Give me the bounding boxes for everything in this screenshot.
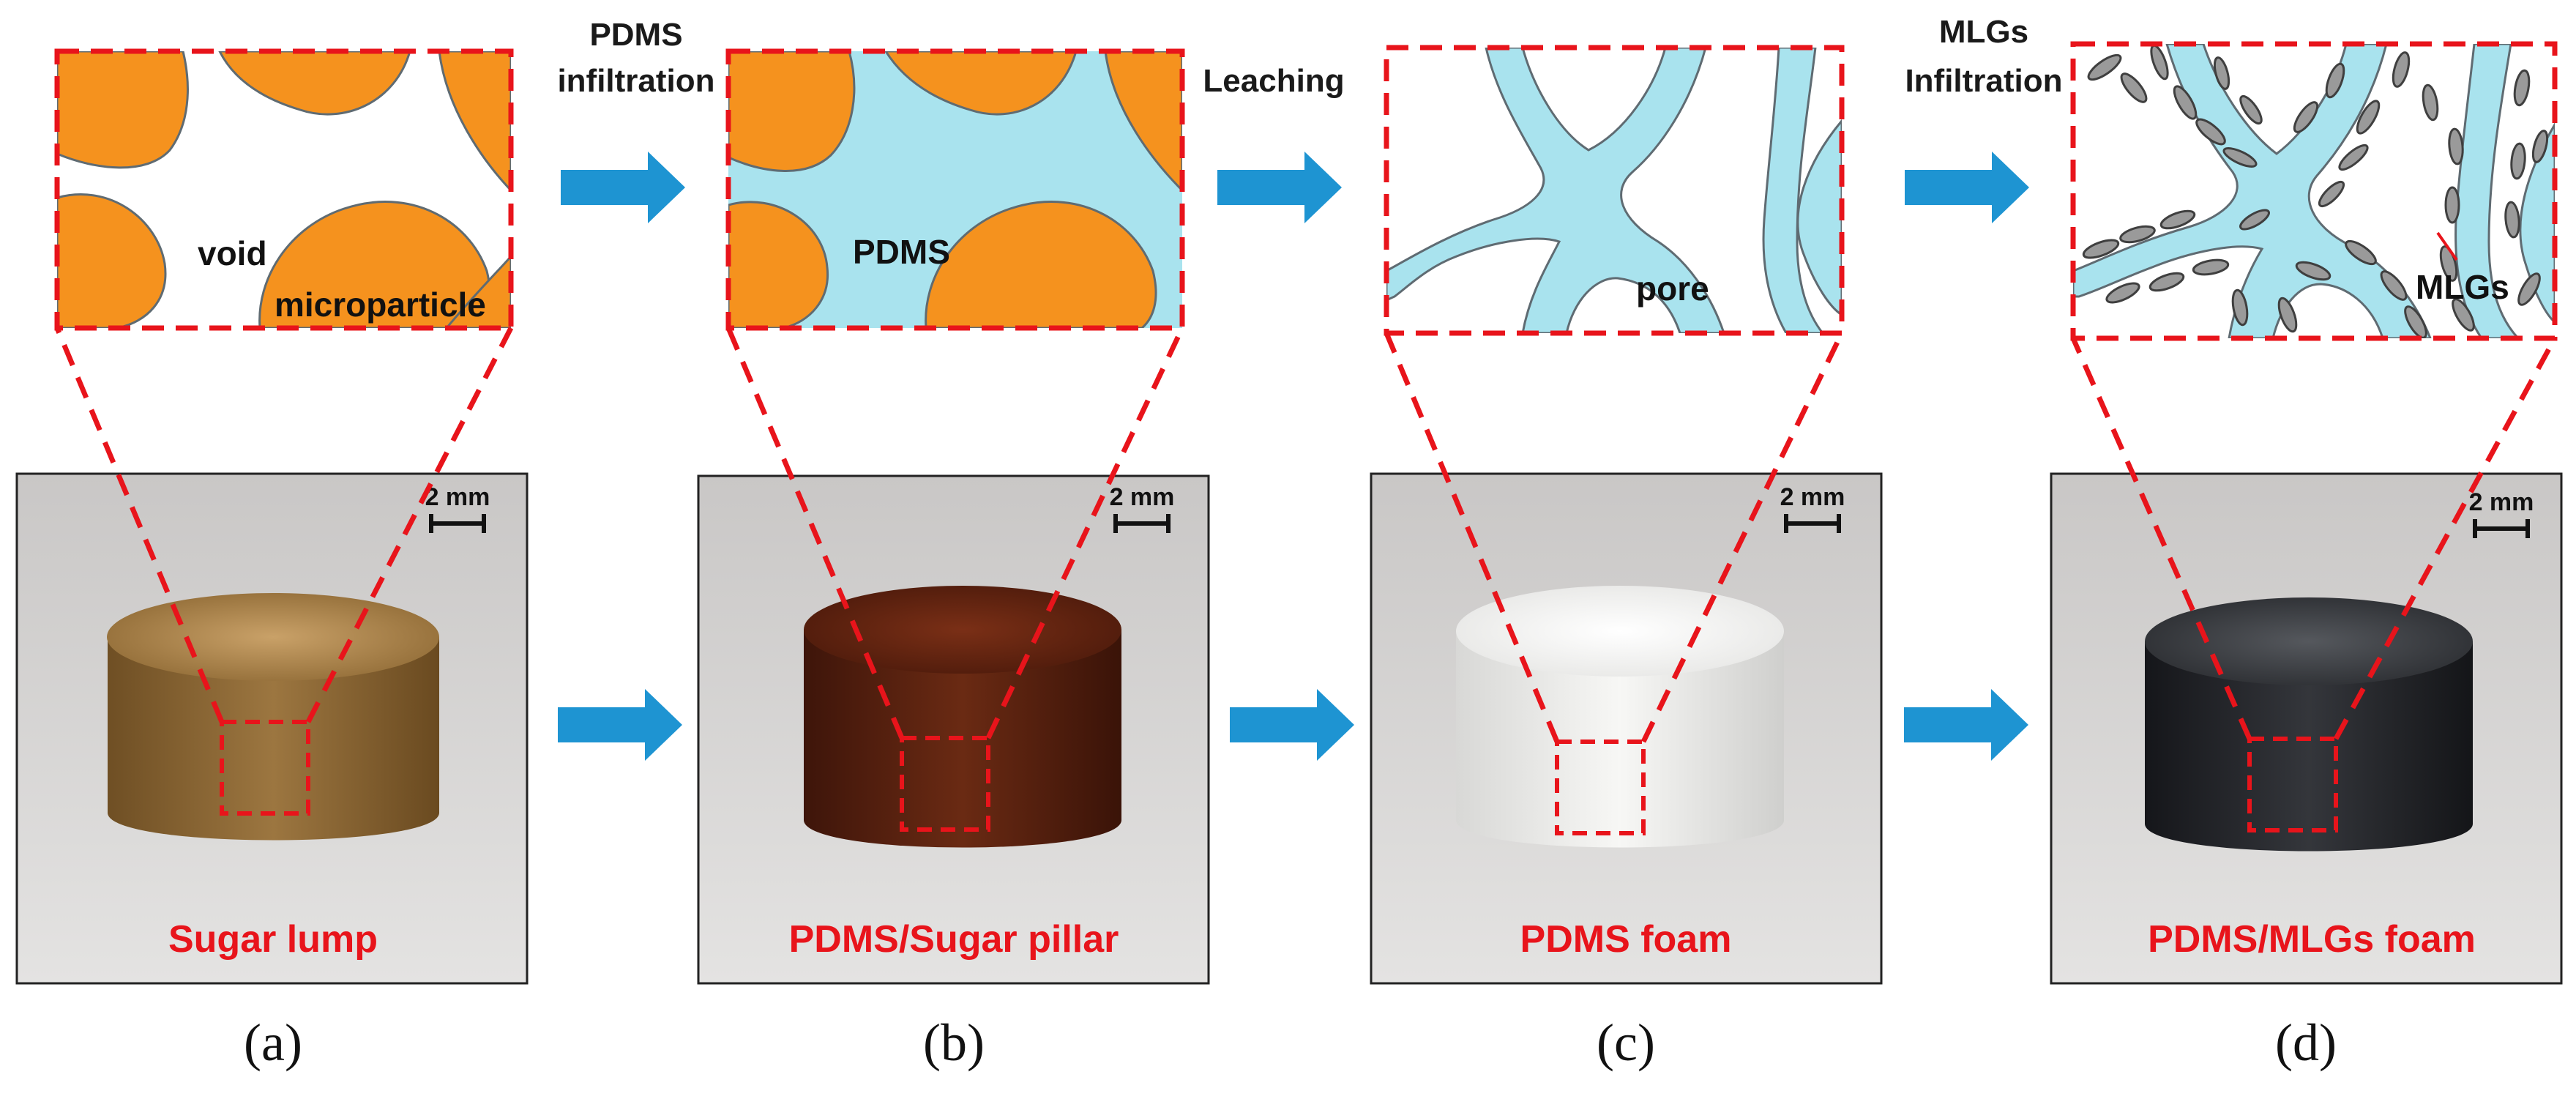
mlg-flake bbox=[2087, 53, 2122, 81]
mlg-flake bbox=[2173, 85, 2198, 120]
photo-d: 2 mm PDMS/MLGs foam bbox=[2050, 472, 2563, 985]
mlg-flake bbox=[2422, 83, 2439, 122]
step-pdms-infiltration: PDMS infiltration bbox=[557, 17, 714, 99]
pdms-skeleton bbox=[1762, 48, 1824, 333]
mlg-flake bbox=[2345, 239, 2377, 266]
panel-letter-c: (c) bbox=[1597, 1013, 1655, 1072]
panel-letter-a: (a) bbox=[244, 1013, 302, 1072]
step-label-line1: PDMS bbox=[589, 17, 682, 53]
pdms-skeleton bbox=[2454, 44, 2520, 338]
photo-a: 2 mm Sugar lump bbox=[15, 472, 529, 985]
mlg-flake bbox=[2392, 51, 2411, 88]
photo-caption: PDMS/Sugar pillar bbox=[789, 918, 1119, 961]
step-label-line2: infiltration bbox=[557, 63, 714, 99]
zoom-region-d bbox=[2247, 737, 2338, 832]
inset-d: MLGs bbox=[2070, 41, 2558, 341]
panel-letter-b: (b) bbox=[923, 1013, 985, 1072]
photo-c: 2 mm PDMS foam bbox=[1370, 472, 1883, 985]
scale-bar-label: 2 mm bbox=[425, 483, 490, 511]
mlg-flake bbox=[2195, 118, 2226, 146]
mlg-flake bbox=[2338, 144, 2369, 171]
zoom-region-b bbox=[900, 736, 990, 832]
mlg-flake bbox=[2444, 186, 2460, 224]
right-arrow-icon bbox=[1905, 152, 2029, 223]
scale-bar-label: 2 mm bbox=[1780, 483, 1845, 511]
photo-caption: Sugar lump bbox=[168, 918, 378, 961]
zoom-region-c bbox=[1555, 740, 1646, 835]
photo-caption: PDMS/MLGs foam bbox=[2148, 918, 2476, 961]
step-mlgs-infiltration: MLGs Infiltration bbox=[1905, 14, 2062, 99]
mlg-flake bbox=[2380, 270, 2408, 301]
sugar-particle bbox=[728, 51, 856, 172]
zoom-region-a bbox=[220, 720, 310, 816]
mlg-flake bbox=[2222, 147, 2258, 168]
mlg-flake bbox=[2105, 282, 2140, 304]
microparticle-label: microparticle bbox=[275, 286, 486, 324]
mlg-flake bbox=[2325, 62, 2345, 99]
sugar-particle bbox=[925, 201, 1157, 328]
void-label: void bbox=[198, 234, 267, 272]
mlg-flakes bbox=[2082, 44, 2549, 338]
mlg-flake bbox=[2120, 72, 2148, 103]
right-arrow-icon bbox=[558, 689, 682, 761]
mlgs-pointer-line bbox=[2436, 231, 2458, 261]
mlg-flake bbox=[2231, 288, 2249, 327]
zoom-lines bbox=[54, 327, 2558, 743]
mlg-flake bbox=[2404, 305, 2427, 338]
mlg-flake bbox=[2213, 56, 2230, 90]
mlg-flake bbox=[2277, 297, 2298, 333]
inset-b-frame bbox=[725, 48, 1185, 331]
right-arrow-icon bbox=[1230, 689, 1354, 761]
sugar-particle bbox=[884, 51, 1078, 116]
mlg-flake bbox=[2531, 130, 2549, 163]
right-arrow-icon bbox=[561, 152, 685, 223]
mlg-flake bbox=[2119, 225, 2156, 244]
mlg-flake bbox=[2452, 298, 2475, 332]
right-arrow-icon bbox=[1217, 152, 1342, 223]
inset-a-frame bbox=[54, 48, 514, 331]
right-arrow-icon bbox=[1904, 689, 2028, 761]
sugar-particle bbox=[57, 51, 189, 169]
inset-c: pore bbox=[1384, 45, 1845, 336]
mlg-flake bbox=[2513, 69, 2531, 107]
panel-letters: (a) (b) (c) (d) bbox=[244, 1013, 2337, 1072]
photo-caption: PDMS foam bbox=[1520, 918, 1732, 961]
mlg-flake bbox=[2159, 209, 2196, 230]
mlg-flake bbox=[2148, 272, 2185, 292]
mlg-flake bbox=[2510, 142, 2526, 180]
arrows bbox=[558, 152, 2029, 761]
mlg-flake bbox=[2517, 272, 2541, 306]
mlg-flake bbox=[2239, 94, 2263, 125]
mlg-flake bbox=[2295, 261, 2332, 281]
scale-bar-label: 2 mm bbox=[1110, 483, 1175, 511]
mlg-flake bbox=[2318, 180, 2345, 208]
sugar-particle bbox=[218, 51, 411, 116]
pdms-skeleton bbox=[1796, 119, 1842, 316]
step-label: Leaching bbox=[1203, 63, 1344, 99]
mlg-flake bbox=[2504, 201, 2520, 239]
inset-a: void microparticle bbox=[54, 48, 514, 331]
sugar-particle bbox=[728, 201, 829, 328]
mlg-flake bbox=[2448, 127, 2464, 165]
mlg-flake bbox=[2192, 258, 2230, 276]
step-label-line1: MLGs bbox=[1939, 14, 2028, 50]
inset-d-frame bbox=[2070, 41, 2558, 341]
mlg-flake bbox=[2082, 239, 2120, 259]
step-label-line2: Infiltration bbox=[1905, 63, 2062, 99]
pore-label: pore bbox=[1636, 269, 1709, 308]
pdms-label: PDMS bbox=[853, 233, 950, 271]
inset-b: PDMS bbox=[725, 48, 1185, 331]
pdms-skeleton bbox=[2073, 44, 2432, 338]
photo-b: 2 mm PDMS/Sugar pillar bbox=[697, 474, 1210, 985]
step-leaching: Leaching bbox=[1203, 63, 1344, 99]
mlgs-label: MLGs bbox=[2416, 268, 2509, 306]
sugar-particle bbox=[57, 193, 167, 328]
scale-bar-label: 2 mm bbox=[2469, 488, 2534, 516]
mlg-flake bbox=[2239, 209, 2270, 231]
pdms-skeleton bbox=[1386, 48, 1725, 333]
panel-letter-d: (d) bbox=[2275, 1013, 2337, 1072]
mlg-flake bbox=[2293, 101, 2319, 133]
mlg-flake bbox=[2356, 100, 2381, 135]
